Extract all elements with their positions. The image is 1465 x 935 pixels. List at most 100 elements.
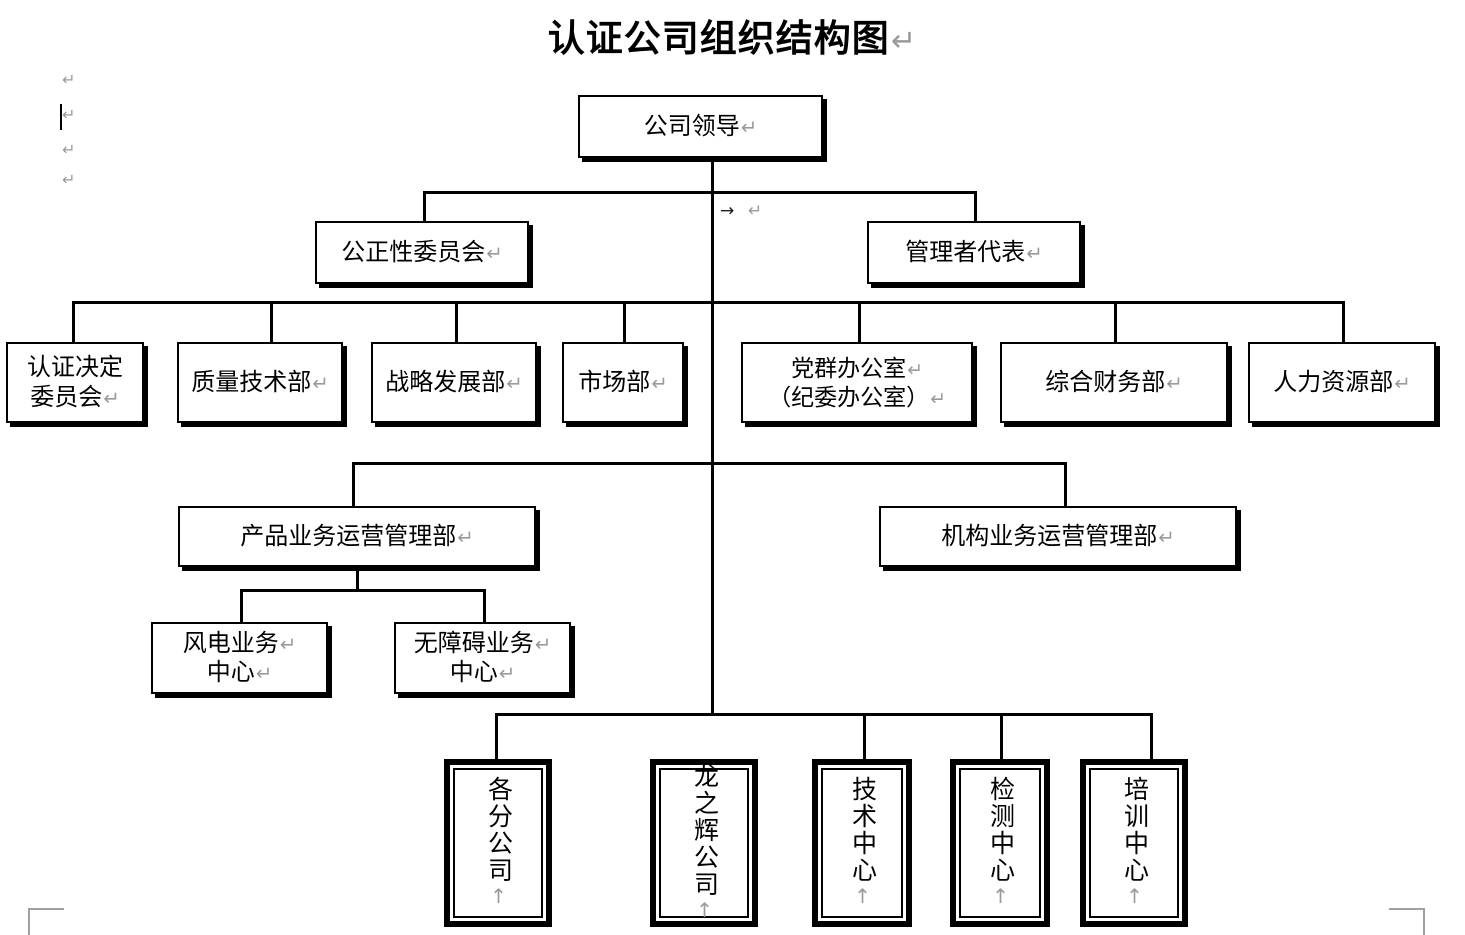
margin-paragraph-mark-4: ↵	[62, 170, 76, 189]
paragraph-mark-icon: ↵	[312, 371, 329, 395]
connector-stem-product-ops	[356, 565, 359, 589]
node-product-business-operations-dept[interactable]: 产品业务运营管理部↵	[178, 506, 536, 567]
node-longzhihui-company-label: 龙之辉公司↑	[690, 762, 719, 924]
node-company-leadership-label: 公司领导↵	[643, 112, 758, 140]
connector-bus-level4	[352, 462, 1067, 465]
paragraph-mark-icon: ↵	[907, 359, 923, 382]
paragraph-mark-icon: ↵	[1166, 371, 1183, 395]
connector-drop-product-ops	[352, 462, 355, 506]
page-title-text: 认证公司组织结构图	[547, 19, 890, 60]
paragraph-mark-icon: ↵	[279, 632, 297, 656]
paragraph-mark-icon: ↑	[486, 884, 511, 910]
node-testing-center[interactable]: 检测中心↑	[950, 759, 1050, 927]
connector-bus-level3	[72, 301, 1343, 304]
connector-drop-strategy-dev	[455, 301, 458, 342]
paragraph-mark-icon: ↵	[534, 632, 552, 656]
node-wind-power-business-center-label: 风电业务↵中心↵	[182, 629, 297, 686]
node-human-resources-dept[interactable]: 人力资源部↵	[1248, 342, 1436, 423]
node-finance-dept[interactable]: 综合财务部↵	[1000, 342, 1228, 423]
node-testing-center-inner-border: 检测中心↑	[959, 768, 1041, 918]
node-institution-business-operations-dept-label: 机构业务运营管理部↵	[941, 522, 1175, 550]
connector-drop-wind-power	[240, 589, 243, 622]
node-branch-companies[interactable]: 各分公司↑	[444, 759, 552, 927]
paragraph-mark-icon: ↵	[103, 386, 120, 410]
text-cursor-caret	[60, 104, 62, 130]
node-impartiality-committee[interactable]: 公正性委员会↵	[315, 221, 529, 284]
paragraph-mark-icon: ↵	[1158, 525, 1175, 549]
connector-drop-tech-center	[863, 713, 866, 760]
node-certification-decision-committee[interactable]: 认证决定委员会↵	[6, 342, 144, 423]
node-strategy-development-dept-label: 战略发展部↵	[385, 368, 523, 396]
node-impartiality-committee-label: 公正性委员会↵	[341, 238, 503, 266]
paragraph-mark-icon: ↑	[1122, 884, 1147, 910]
node-training-center-label: 培训中心↑	[1120, 776, 1149, 910]
node-company-leadership[interactable]: 公司领导↵	[578, 95, 823, 158]
node-accessibility-business-center[interactable]: 无障碍业务↵中心↵	[394, 622, 571, 694]
node-quality-technology-dept-label: 质量技术部↵	[191, 368, 329, 396]
paragraph-mark-icon: ↵	[651, 371, 668, 395]
node-party-affairs-office-label: 党群办公室↵（纪委办公室）↵	[768, 355, 946, 410]
connector-bus-level5	[240, 589, 486, 592]
node-quality-technology-dept[interactable]: 质量技术部↵	[177, 342, 343, 423]
connector-drop-testing-center	[1000, 713, 1003, 760]
page-margin-corner-bottom-left	[28, 908, 64, 935]
node-marketing-dept[interactable]: 市场部↵	[562, 342, 684, 423]
paragraph-mark-icon: ↵	[255, 662, 273, 685]
connector-drop-institution-ops	[1064, 462, 1067, 506]
node-certification-decision-committee-label: 认证决定委员会↵	[27, 354, 123, 411]
page-margin-corner-bottom-right	[1389, 908, 1425, 935]
margin-paragraph-mark-2: ↵	[62, 105, 76, 124]
tab-mark-icon: →	[720, 201, 735, 221]
node-accessibility-business-center-label: 无障碍业务↵中心↵	[413, 629, 552, 686]
node-party-affairs-office[interactable]: 党群办公室↵（纪委办公室）↵	[741, 342, 973, 423]
node-product-business-operations-dept-label: 产品业务运营管理部↵	[240, 522, 474, 550]
connector-drop-impartiality	[423, 191, 426, 221]
node-institution-business-operations-dept[interactable]: 机构业务运营管理部↵	[879, 506, 1237, 567]
paragraph-mark-icon: ↵	[740, 115, 758, 139]
paragraph-mark-icon: ↵	[506, 371, 523, 395]
node-training-center-inner-border: 培训中心↑	[1089, 768, 1179, 918]
paragraph-mark-icon: ↵	[498, 662, 516, 685]
node-testing-center-label: 检测中心↑	[986, 776, 1015, 910]
connector-drop-accessibility	[483, 589, 486, 622]
node-longzhihui-company-inner-border: 龙之辉公司↑	[659, 763, 749, 924]
node-finance-dept-label: 综合财务部↵	[1045, 368, 1183, 396]
connector-drop-marketing	[623, 301, 626, 342]
node-technology-center-inner-border: 技术中心↑	[821, 768, 903, 918]
connector-bus-level2	[423, 191, 977, 194]
paragraph-mark-icon: ↑	[692, 897, 717, 924]
page-title: 认证公司组织结构图↵	[0, 8, 1465, 62]
connector-drop-cert-committee	[72, 301, 75, 342]
margin-paragraph-mark-3: ↵	[62, 140, 76, 159]
node-management-representative-label: 管理者代表↵	[905, 238, 1043, 266]
margin-paragraph-mark-1: ↵	[62, 70, 76, 89]
node-management-representative[interactable]: 管理者代表↵	[867, 221, 1081, 284]
paragraph-mark-icon: ↵	[457, 525, 474, 549]
paragraph-mark-icon: ↵	[930, 387, 946, 410]
connector-drop-management-rep	[974, 191, 977, 221]
connector-drop-hr	[1342, 301, 1345, 342]
paragraph-mark-icon: ↵	[1394, 371, 1411, 395]
floating-paragraph-mark-icon: ↵	[748, 201, 763, 221]
node-strategy-development-dept[interactable]: 战略发展部↵	[371, 342, 537, 423]
connector-drop-training-center	[1150, 713, 1153, 760]
node-training-center[interactable]: 培训中心↑	[1080, 759, 1188, 927]
paragraph-mark-icon: ↑	[850, 884, 875, 910]
node-branch-companies-inner-border: 各分公司↑	[453, 768, 543, 918]
node-longzhihui-company[interactable]: 龙之辉公司↑	[650, 759, 758, 927]
connector-drop-quality-tech	[270, 301, 273, 342]
node-branch-companies-label: 各分公司↑	[484, 776, 513, 910]
node-wind-power-business-center[interactable]: 风电业务↵中心↵	[151, 622, 328, 694]
node-technology-center[interactable]: 技术中心↑	[812, 759, 912, 927]
connector-trunk-vertical	[711, 160, 714, 715]
paragraph-mark-icon: ↑	[988, 884, 1013, 910]
node-technology-center-label: 技术中心↑	[848, 776, 877, 910]
paragraph-mark-icon: ↵	[1026, 241, 1043, 265]
connector-drop-branches	[495, 713, 498, 760]
connector-bus-level6	[495, 713, 1153, 716]
connector-drop-party-office	[858, 301, 861, 342]
node-marketing-dept-label: 市场部↵	[578, 368, 668, 396]
connector-drop-finance	[1114, 301, 1117, 342]
paragraph-mark-icon: ↵	[486, 241, 503, 265]
